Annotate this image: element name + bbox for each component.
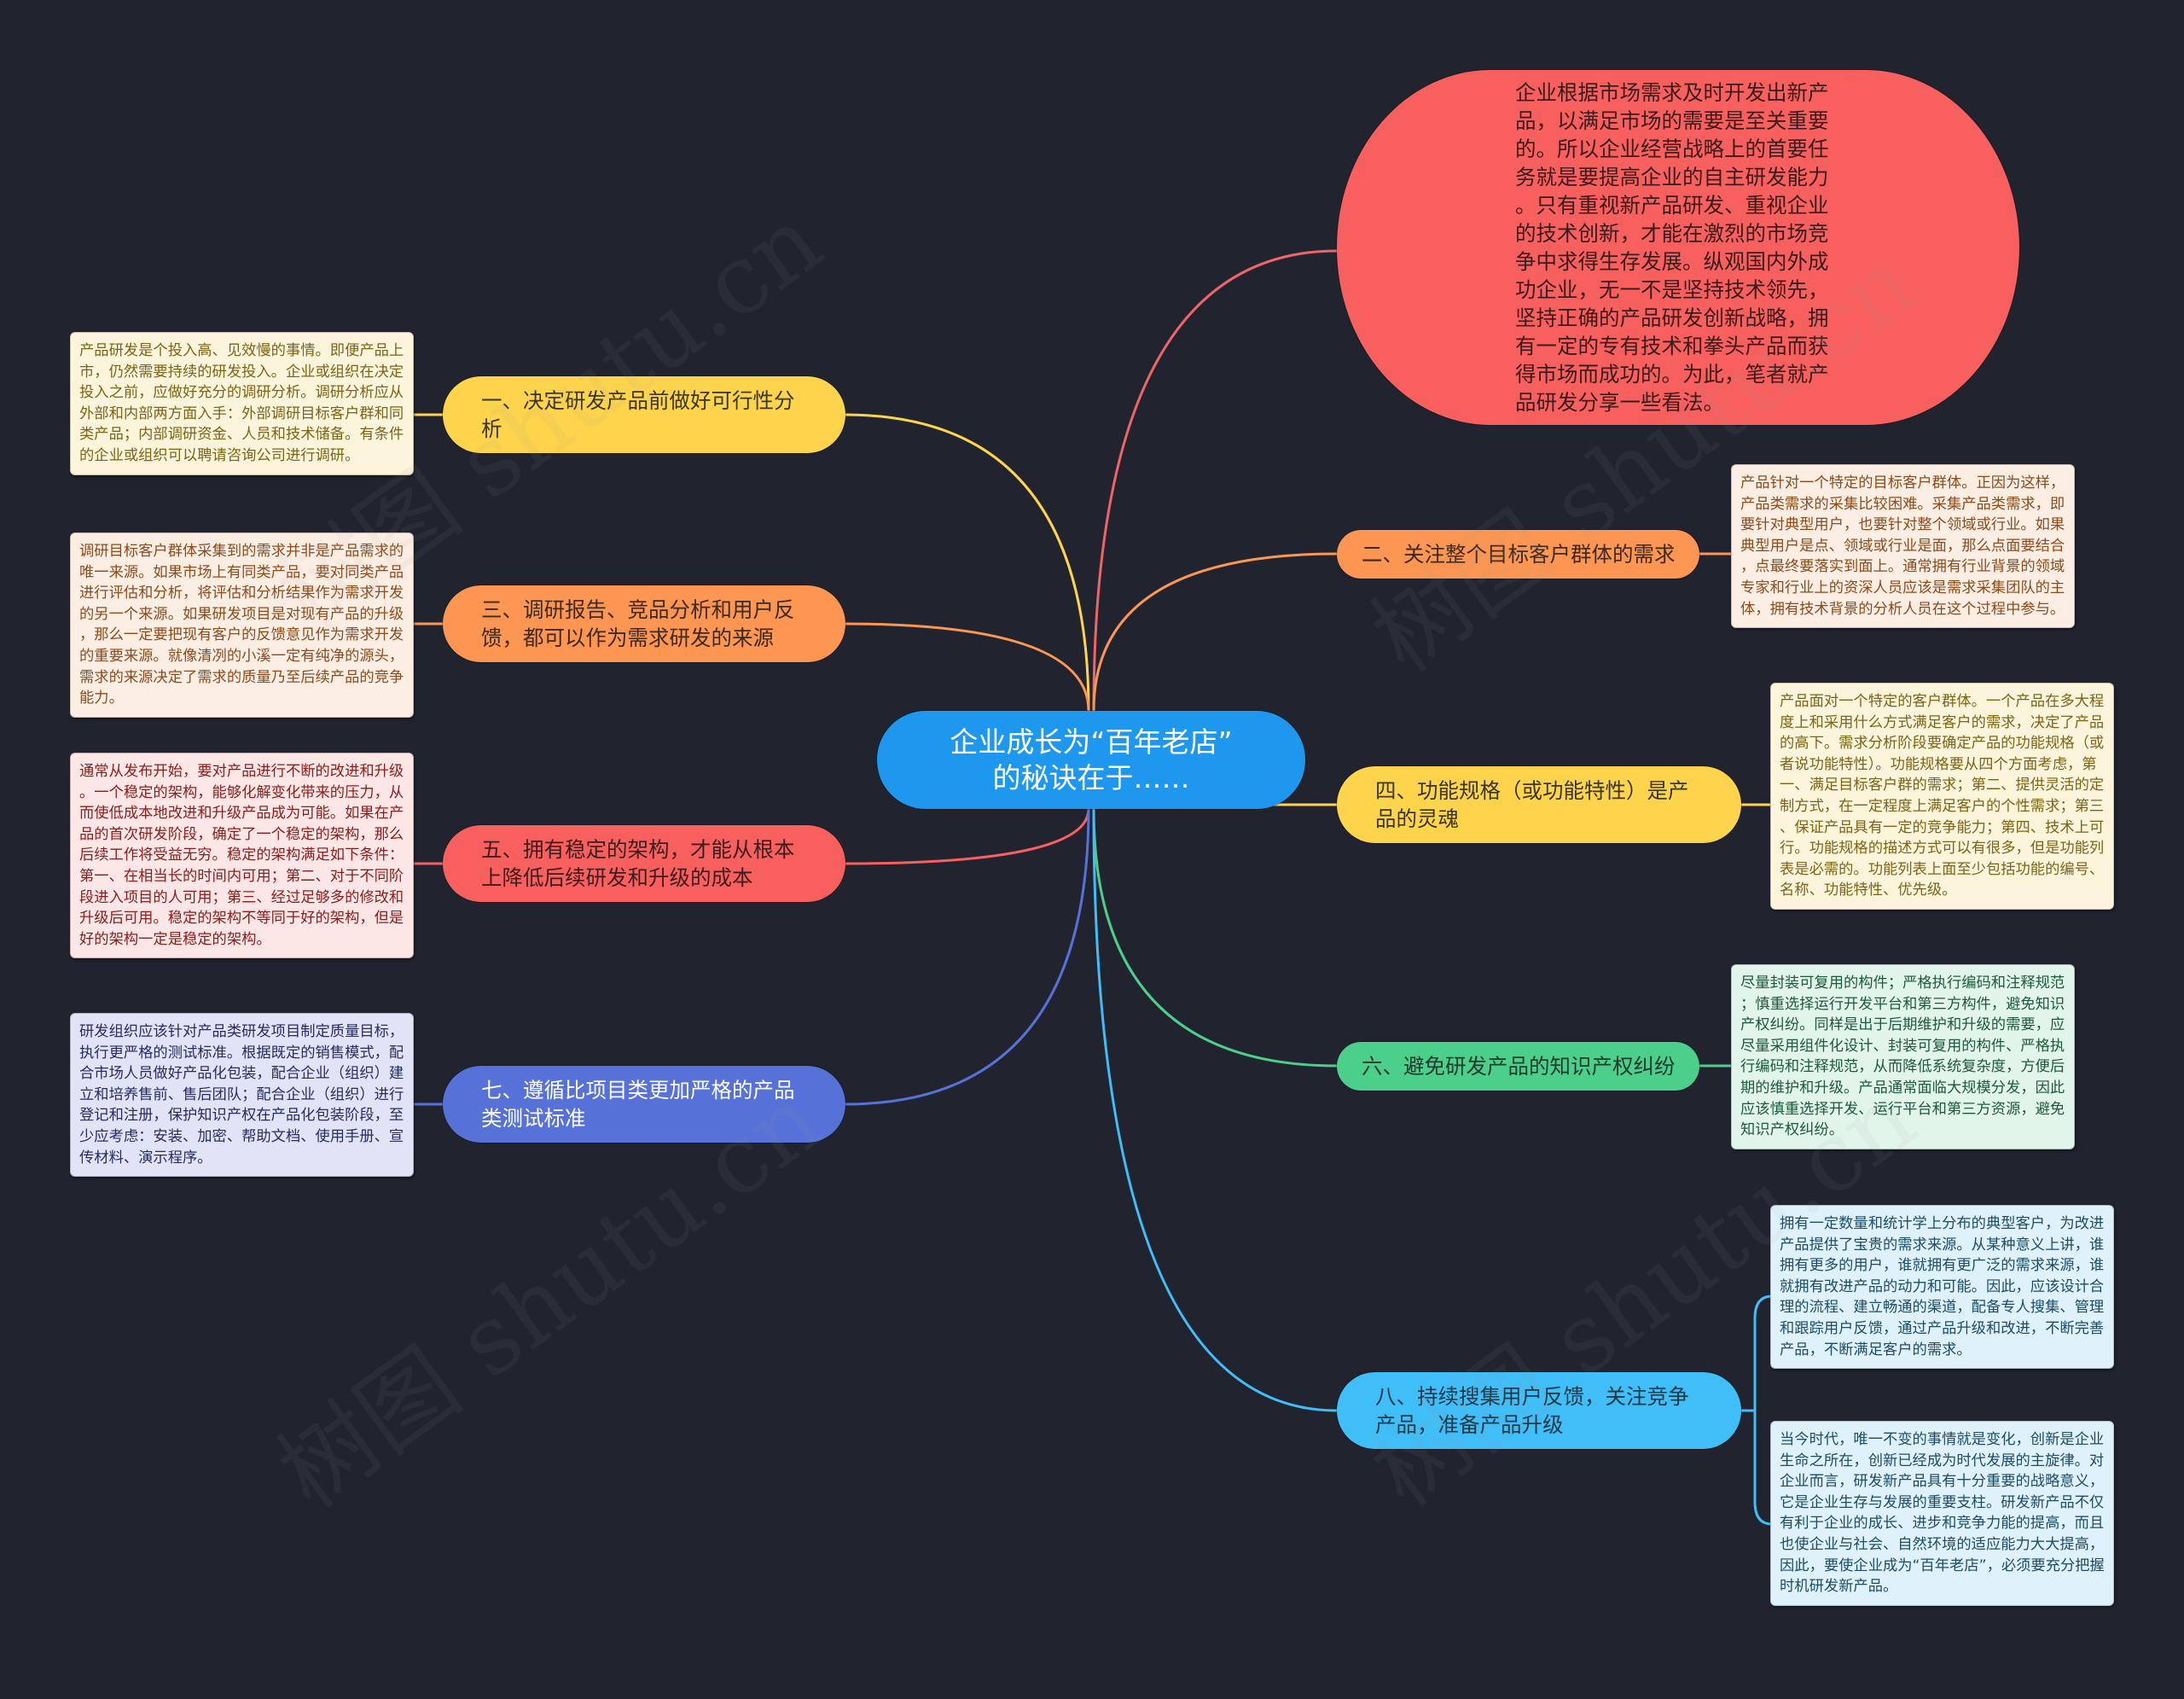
- branch-label-3: 三、调研报告、竞品分析和用户反馈，都可以作为需求研发的来源: [481, 597, 795, 650]
- branch-node-2: 二、关注整个目标客户群体的需求: [1337, 530, 1699, 579]
- detail-note-8b: 当今时代，唯一不变的事情就是变化，创新是企业生命之所在，创新已经成为时代发展的主…: [1770, 1421, 2114, 1606]
- branch-node-8: 八、持续搜集用户反馈，关注竞争产品，准备产品升级: [1337, 1372, 1741, 1449]
- detail-note-1: 产品研发是个投入高、见效慢的事情。即便产品上市，仍然需要持续的研发投入。企业或组…: [70, 332, 414, 475]
- detail-note-3: 调研目标客户群体采集到的需求并非是产品需求的唯一来源。如果市场上有同类产品，要对…: [70, 532, 414, 718]
- branch-label-2: 二、关注整个目标客户群体的需求: [1362, 542, 1676, 567]
- branch-label-6: 六、避免研发产品的知识产权纠纷: [1362, 1054, 1676, 1079]
- central-title-line-1: 企业成长为“百年老店”: [950, 724, 1233, 759]
- connector-branch-2: [1092, 552, 1339, 713]
- connector-branch-7: [844, 807, 1090, 1106]
- detail-note-8a: 拥有一定数量和统计学上分布的典型客户，为改进产品提供了宝贵的需求来源。从某种意义…: [1770, 1205, 2114, 1370]
- detail-note-2: 产品针对一个特定的目标客户群体。正因为这样，产品类需求的采集比较困难。采集产品类…: [1731, 464, 2075, 629]
- detail-note-6: 尽量封装可复用的构件；严格执行编码和注释规范；慎重选择运行开发平台和第三方构件，…: [1731, 964, 2075, 1149]
- connector-branch-3: [844, 622, 1090, 713]
- branch-label-5: 五、拥有稳定的架构，才能从根本上降低后续研发和升级的成本: [481, 837, 795, 890]
- connector-branch-1: [844, 413, 1090, 713]
- detail-note-5: 通常从发布开始，要对产品进行不断的改进和升级。一个稳定的架构，能够化解变化带来的…: [70, 753, 414, 959]
- branch-node-1: 一、决定研发产品前做好可行性分析: [443, 376, 845, 453]
- branch-node-7: 七、遵循比项目类更加严格的产品类测试标准: [443, 1066, 845, 1143]
- intro-node: 企业根据市场需求及时开发出新产品，以满足市场的需要是至关重要的。所以企业经营战略…: [1337, 70, 2019, 425]
- branch-label-8: 八、持续搜集用户反馈，关注竞争产品，准备产品升级: [1375, 1384, 1689, 1437]
- branch-node-4: 四、功能规格（或功能特性）是产品的灵魂: [1337, 766, 1741, 843]
- branch-node-6: 六、避免研发产品的知识产权纠纷: [1337, 1042, 1699, 1091]
- branch-label-7: 七、遵循比项目类更加严格的产品类测试标准: [481, 1078, 795, 1131]
- central-topic: 企业成长为“百年老店” 的秘诀在于……: [877, 711, 1305, 809]
- connector-branch-8: [1092, 807, 1339, 1412]
- branch-label-4: 四、功能规格（或功能特性）是产品的灵魂: [1375, 778, 1689, 831]
- connector-branch-6: [1092, 807, 1339, 1068]
- connector-branch-5: [844, 807, 1090, 865]
- central-title-line-2: 的秘诀在于……: [992, 760, 1190, 794]
- connector-intro: [1092, 249, 1339, 713]
- intro-text: 企业根据市场需求及时开发出新产品，以满足市场的需要是至关重要的。所以企业经营战略…: [1515, 80, 1829, 415]
- connector-detail-8-bracket: [1753, 1295, 1774, 1526]
- branch-label-1: 一、决定研发产品前做好可行性分析: [481, 388, 795, 441]
- branch-node-5: 五、拥有稳定的架构，才能从根本上降低后续研发和升级的成本: [443, 825, 845, 902]
- detail-note-7: 研发组织应该针对产品类研发项目制定质量目标，执行更严格的测试标准。根据既定的销售…: [70, 1013, 414, 1178]
- branch-node-3: 三、调研报告、竞品分析和用户反馈，都可以作为需求研发的来源: [443, 585, 845, 662]
- detail-note-4: 产品面对一个特定的客户群体。一个产品在多大程度上和采用什么方式满足客户的需求，决…: [1770, 683, 2114, 910]
